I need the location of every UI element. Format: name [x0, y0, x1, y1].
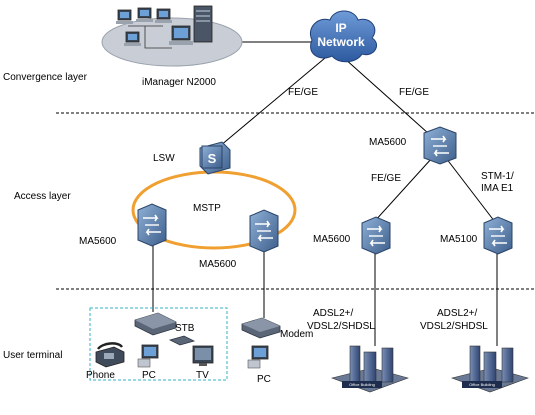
management-label: iManager N2000 — [142, 77, 216, 88]
cloud-label-line2: Network — [317, 35, 365, 49]
building-sign: Office Building — [349, 382, 375, 387]
pc-icon — [169, 25, 193, 45]
connection-lines — [152, 41, 498, 346]
pc-icon — [124, 31, 141, 46]
modem-icon — [241, 317, 281, 339]
office-building-left: Office Building — [330, 345, 409, 393]
terminal-label-phone: Phone — [86, 370, 115, 381]
management-station — [101, 5, 243, 67]
terminal-label-pc: PC — [142, 370, 156, 381]
terminal-label-stb: STB — [175, 323, 195, 334]
link-label-adsl-right-1: ADSL2+/ — [437, 308, 478, 319]
link-label-fe-ge-right: FE/GE — [399, 87, 429, 98]
ma5100-device — [483, 216, 513, 255]
pc-icon — [136, 7, 153, 22]
stb-icon — [134, 312, 177, 336]
link-label-fe-ge-mid: FE/GE — [371, 173, 401, 184]
ma5600-ring-right-device — [249, 209, 279, 253]
node-label-ma5600-ring-left: MA5600 — [79, 236, 117, 247]
node-label-ma5100: MA5100 — [440, 234, 478, 245]
splitter-icon — [168, 335, 196, 346]
home-network-box — [89, 307, 228, 381]
svg-text:S: S — [208, 151, 217, 166]
pc-icon — [137, 344, 159, 368]
node-label-lsw: LSW — [153, 153, 175, 164]
terminal-label-modem: Modem — [280, 329, 313, 340]
phone-icon — [95, 342, 125, 368]
link-ma5600-top-ma5100 — [445, 157, 496, 223]
ip-network-cloud: IP Network — [310, 10, 377, 63]
link-label-adsl-left-1: ADSL2+/ — [313, 308, 354, 319]
server-icon — [193, 5, 213, 43]
link-label-adsl-right-2: VDSL2/SHDSL — [420, 321, 488, 332]
ma5600-top-device — [423, 126, 457, 165]
link-ipnetwork-lsw — [219, 57, 326, 147]
terminal-label-tv: TV — [196, 370, 209, 381]
link-ipnetwork-ma5600-top — [343, 57, 439, 143]
node-label-ma5600-mid: MA5600 — [313, 234, 351, 245]
node-label-ma5600-ring-right: MA5600 — [199, 259, 237, 270]
layer-label-access: Access layer — [14, 191, 71, 202]
building-sign: Office Building — [469, 382, 495, 387]
link-ma5600-top-ma5600-mid — [373, 157, 433, 223]
link-label-ima-e1: IMA E1 — [481, 183, 514, 194]
cloud-label-line1: IP — [335, 21, 346, 35]
layer-label-convergence: Convergence layer — [3, 72, 88, 83]
layer-label-user-terminal: User terminal — [3, 350, 62, 361]
link-label-fe-ge-left: FE/GE — [288, 87, 318, 98]
pc-icon — [155, 8, 172, 23]
lsw-switch: S — [199, 141, 231, 175]
pc-icon — [116, 9, 133, 24]
link-label-stm1: STM-1/ — [481, 171, 514, 182]
office-building-right: Office Building — [450, 345, 529, 393]
pc-icon — [247, 345, 269, 369]
tv-icon — [192, 345, 214, 366]
ma5600-mid-device — [361, 216, 391, 255]
terminal-label-pc: PC — [257, 374, 271, 385]
node-label-ma5600-top: MA5600 — [369, 137, 407, 148]
link-label-adsl-left-2: VDSL2/SHDSL — [307, 321, 375, 332]
lan-cable — [128, 25, 172, 49]
ma5600-ring-left-device — [137, 203, 167, 247]
node-label-mstp: MSTP — [193, 203, 221, 214]
